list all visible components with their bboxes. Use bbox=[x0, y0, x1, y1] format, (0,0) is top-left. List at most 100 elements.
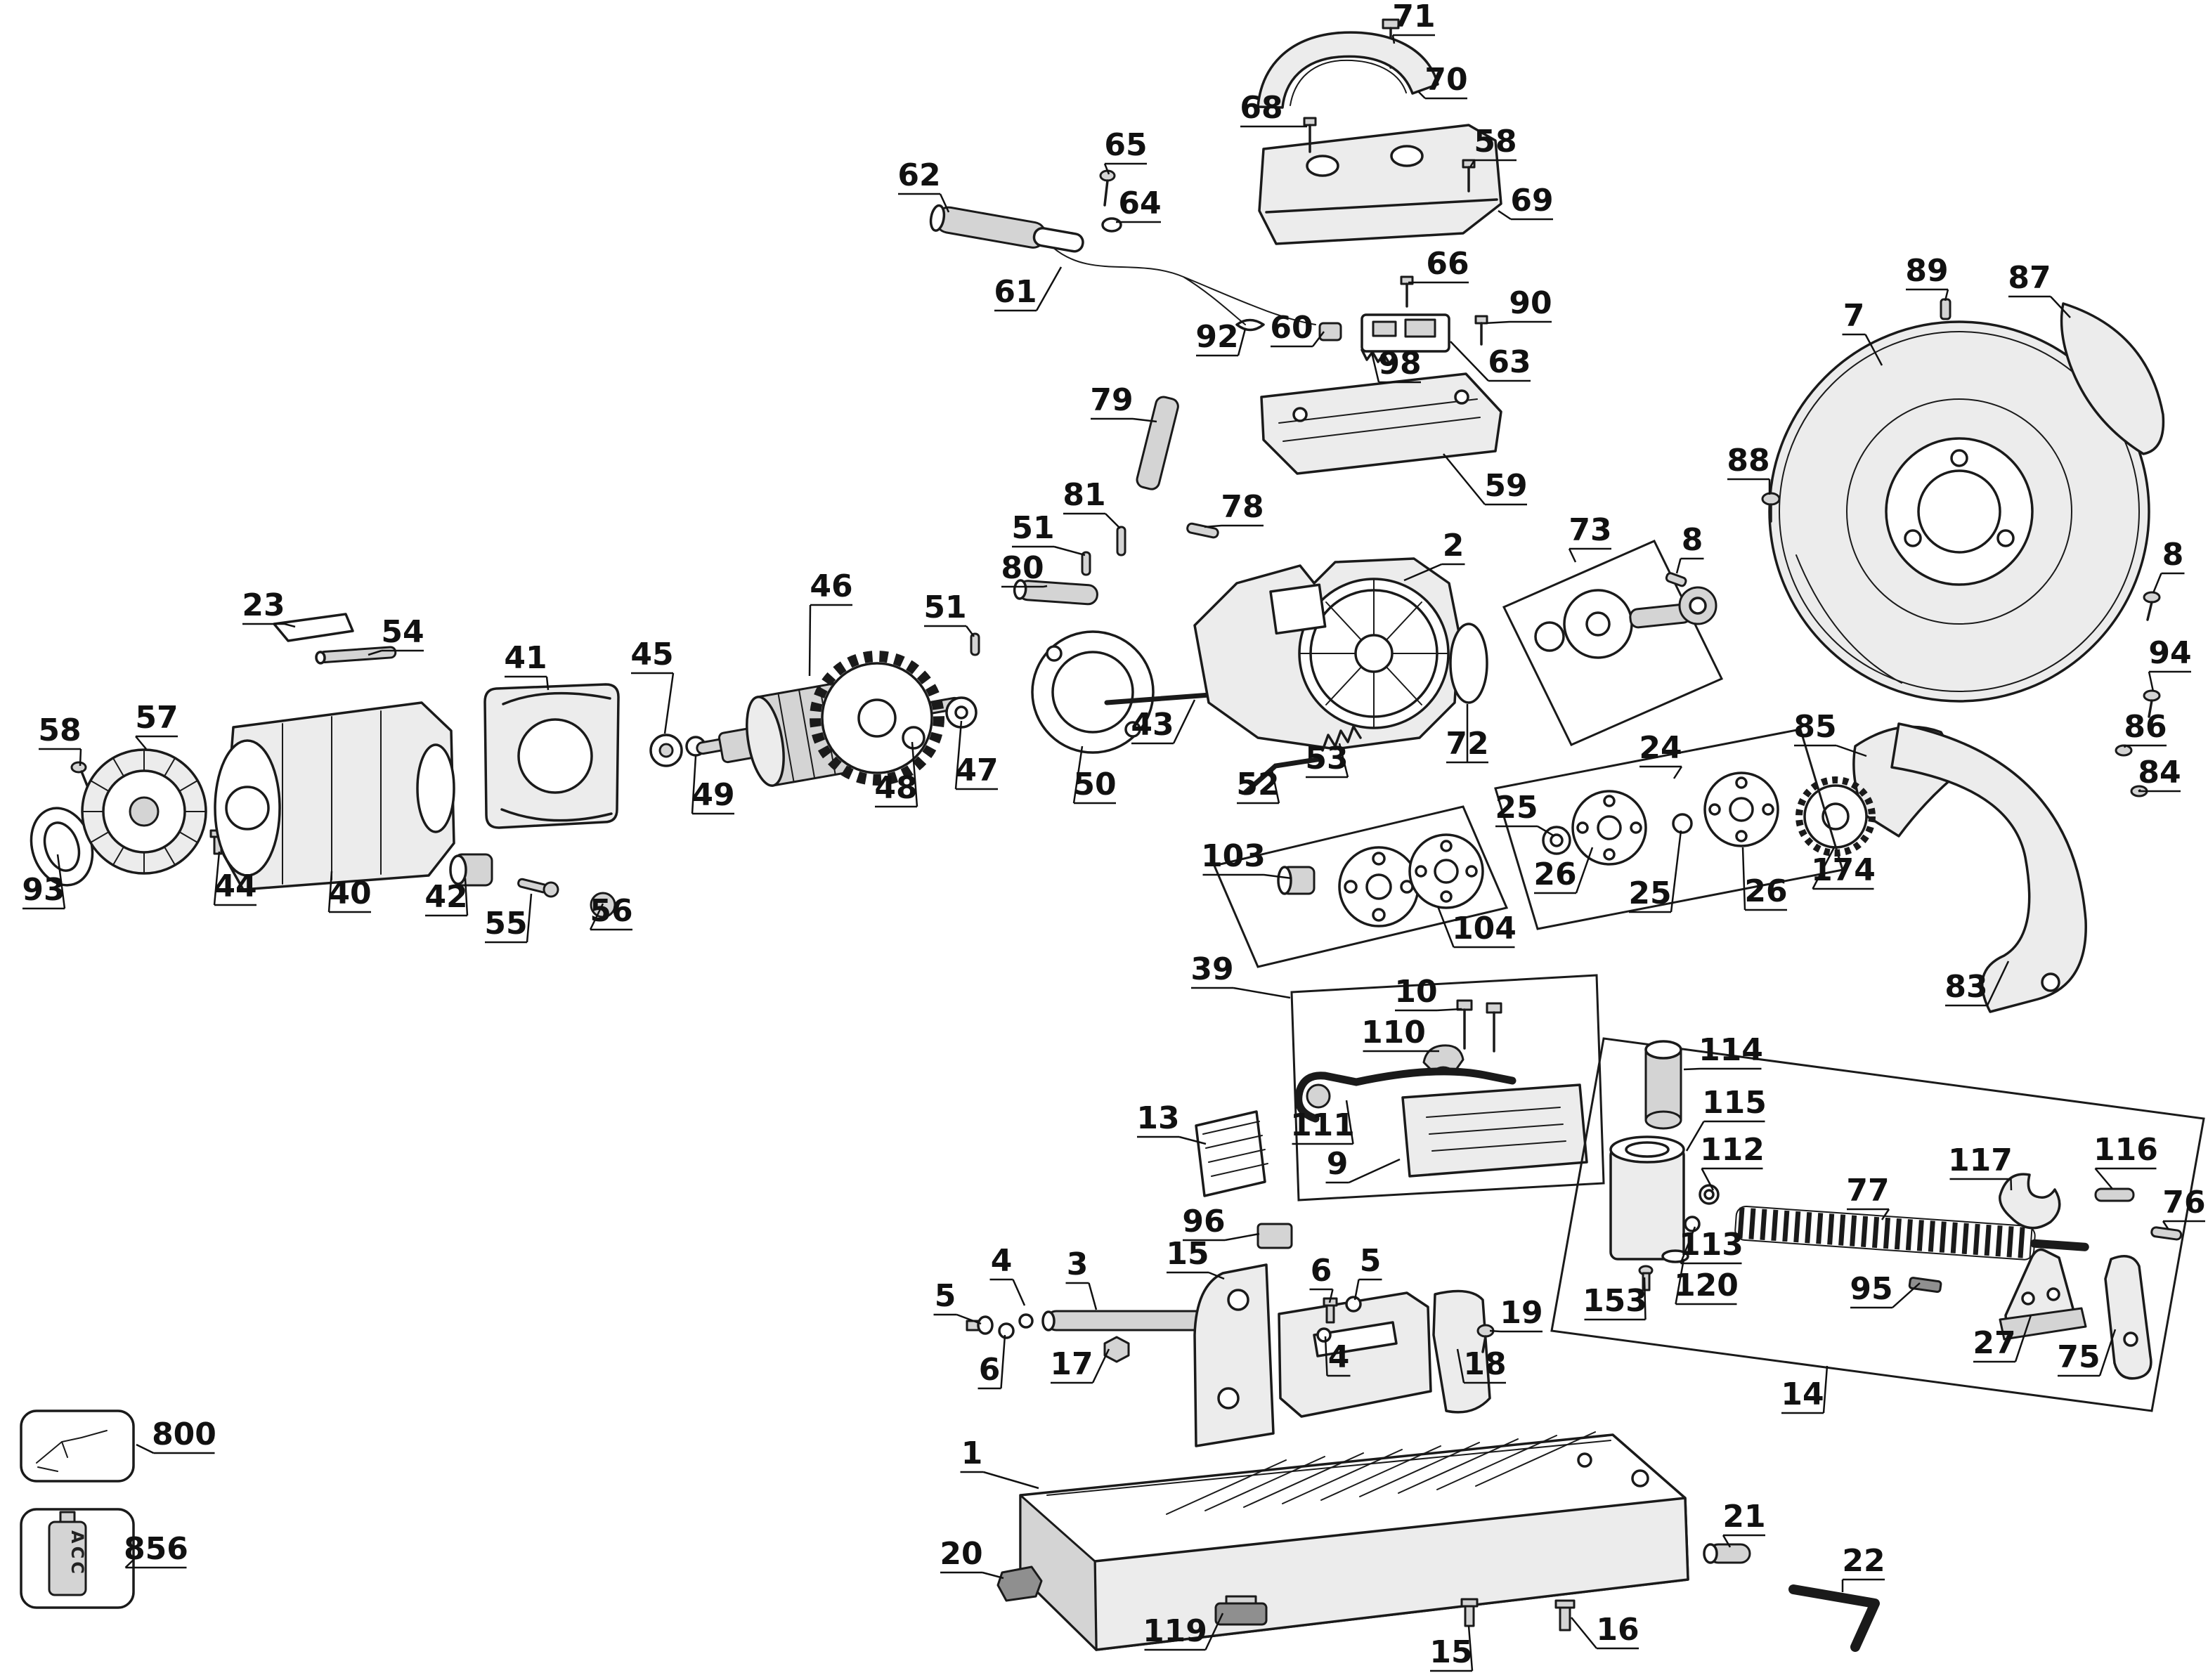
part-label-19: 19 bbox=[1489, 1295, 1543, 1333]
svg-text:27: 27 bbox=[1973, 1325, 2015, 1361]
part-label-51: 51 bbox=[923, 590, 975, 637]
gearcase-assembly bbox=[1031, 557, 1488, 795]
svg-text:92: 92 bbox=[1195, 319, 1238, 355]
part-label-2: 2 bbox=[1403, 528, 1465, 582]
part-label-104: 104 bbox=[1436, 906, 1517, 949]
part-label-10: 10 bbox=[1394, 974, 1462, 1012]
svg-text:10: 10 bbox=[1394, 974, 1437, 1010]
screw-15c bbox=[1460, 1598, 1479, 1627]
part-label-58: 58 bbox=[38, 712, 82, 767]
svg-text:72: 72 bbox=[1446, 726, 1488, 762]
baffle-93 bbox=[30, 807, 94, 887]
svg-text:22: 22 bbox=[1842, 1543, 1885, 1579]
part-label-68: 68 bbox=[1240, 90, 1307, 128]
svg-text:64: 64 bbox=[1118, 185, 1161, 221]
part-label-49: 49 bbox=[691, 755, 735, 815]
washer-25b bbox=[1672, 813, 1693, 834]
screw-90 bbox=[1474, 315, 1488, 346]
svg-text:120: 120 bbox=[1674, 1268, 1739, 1303]
svg-text:39: 39 bbox=[1190, 951, 1233, 987]
accessory-icon-856 bbox=[48, 1521, 87, 1596]
rod-62 bbox=[929, 204, 1084, 253]
svg-text:57: 57 bbox=[135, 700, 178, 736]
svg-text:49: 49 bbox=[691, 777, 734, 813]
part-label-73: 73 bbox=[1568, 512, 1612, 563]
part-label-800: 800 bbox=[136, 1417, 216, 1454]
washer-4b bbox=[1316, 1327, 1332, 1343]
svg-text:52: 52 bbox=[1236, 767, 1279, 802]
lever-111 bbox=[1294, 1067, 1517, 1123]
flange-box-73 bbox=[1502, 540, 1724, 746]
part-label-110: 110 bbox=[1361, 1015, 1439, 1053]
spindle bbox=[1629, 586, 1717, 629]
svg-text:800: 800 bbox=[152, 1417, 216, 1452]
blade-guard-7 bbox=[1768, 320, 2150, 703]
part-label-22: 22 bbox=[1841, 1543, 1885, 1592]
part-label-856: 856 bbox=[124, 1531, 188, 1569]
svg-text:7: 7 bbox=[1843, 298, 1865, 334]
part-label-66: 66 bbox=[1408, 246, 1469, 284]
svg-text:116: 116 bbox=[2093, 1132, 2158, 1168]
part-label-63: 63 bbox=[1450, 341, 1531, 382]
part-label-18: 18 bbox=[1456, 1346, 1507, 1384]
svg-text:103: 103 bbox=[1201, 838, 1266, 874]
part-label-117: 117 bbox=[1948, 1142, 2013, 1191]
part-label-76: 76 bbox=[2162, 1185, 2206, 1230]
svg-text:110: 110 bbox=[1361, 1015, 1426, 1050]
part-label-58: 58 bbox=[1469, 124, 1517, 168]
part-label-80: 80 bbox=[1001, 550, 1048, 588]
washer-113 bbox=[1684, 1216, 1701, 1232]
part-label-42: 42 bbox=[424, 878, 469, 917]
part-label-54: 54 bbox=[368, 614, 424, 656]
deflector-87 bbox=[2060, 302, 2165, 455]
part-label-6: 6 bbox=[1309, 1253, 1334, 1303]
part-label-26: 26 bbox=[1533, 847, 1594, 894]
armature-46 bbox=[696, 651, 978, 787]
svg-text:23: 23 bbox=[242, 587, 285, 623]
part-label-50: 50 bbox=[1072, 745, 1117, 805]
part-label-25: 25 bbox=[1628, 830, 1682, 913]
svg-text:21: 21 bbox=[1722, 1499, 1765, 1535]
part-label-20: 20 bbox=[940, 1536, 1004, 1580]
svg-text:5: 5 bbox=[1360, 1243, 1382, 1279]
part-label-111: 111 bbox=[1290, 1100, 1355, 1145]
part-label-17: 17 bbox=[1050, 1346, 1110, 1384]
fence-assembly bbox=[966, 1263, 1495, 1447]
part-label-55: 55 bbox=[484, 893, 533, 944]
part-label-60: 60 bbox=[1270, 310, 1325, 348]
part-label-95: 95 bbox=[1850, 1271, 1921, 1309]
screw-88 bbox=[1761, 492, 1781, 523]
washer bbox=[1534, 621, 1565, 652]
pin-51b bbox=[970, 632, 980, 656]
fork-117 bbox=[1999, 1173, 2061, 1230]
part-label-84: 84 bbox=[2138, 755, 2181, 793]
svg-text:84: 84 bbox=[2138, 755, 2181, 790]
part-label-15: 15 bbox=[1429, 1625, 1474, 1672]
spring-53 bbox=[1321, 725, 1362, 752]
motor-assembly bbox=[30, 613, 706, 918]
part-label-45: 45 bbox=[630, 637, 675, 734]
part-label-53: 53 bbox=[1305, 741, 1349, 779]
svg-text:69: 69 bbox=[1510, 183, 1553, 219]
nut-103 bbox=[1277, 866, 1316, 895]
part-label-26: 26 bbox=[1741, 847, 1788, 911]
o-ring-72 bbox=[1449, 623, 1488, 704]
brush-96 bbox=[1256, 1223, 1293, 1249]
svg-text:77: 77 bbox=[1846, 1173, 1889, 1209]
part-label-78: 78 bbox=[1204, 489, 1264, 528]
part-label-46: 46 bbox=[808, 568, 853, 677]
svg-text:54: 54 bbox=[381, 614, 424, 650]
part-label-6: 6 bbox=[978, 1334, 1006, 1390]
part-label-79: 79 bbox=[1090, 382, 1157, 423]
part-label-41: 41 bbox=[504, 640, 550, 691]
cover-75 bbox=[2104, 1255, 2152, 1380]
part-label-1: 1 bbox=[960, 1435, 1039, 1490]
svg-text:6: 6 bbox=[979, 1352, 1001, 1388]
fan bbox=[810, 651, 944, 786]
part-label-52: 52 bbox=[1236, 767, 1280, 805]
part-label-15: 15 bbox=[1166, 1236, 1225, 1280]
svg-text:13: 13 bbox=[1136, 1100, 1179, 1136]
